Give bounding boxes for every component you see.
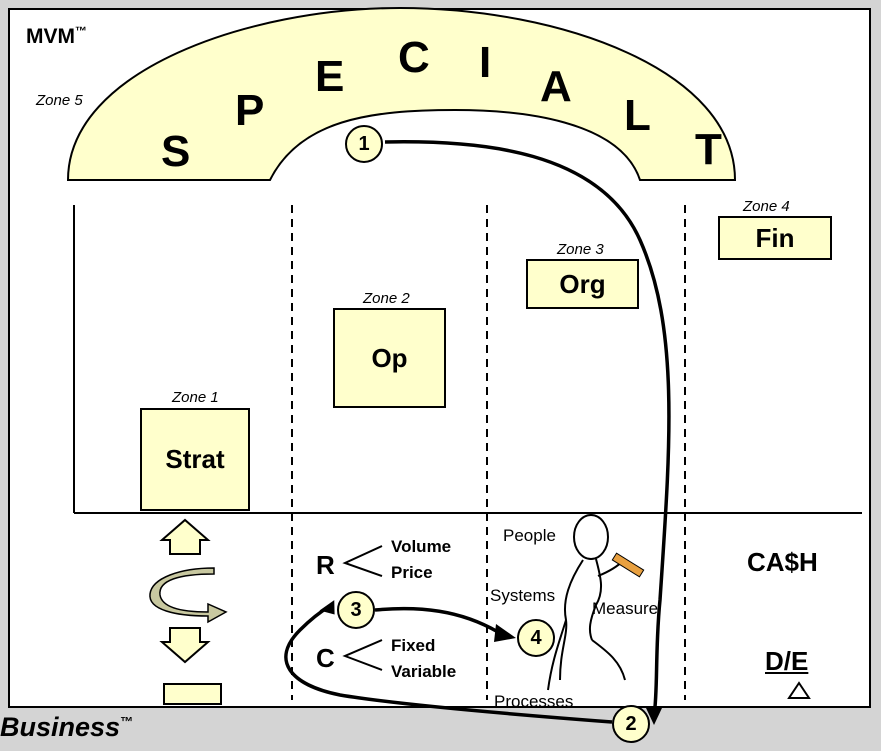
cost-bracket bbox=[345, 640, 382, 670]
cost-letter: C bbox=[316, 643, 335, 674]
base-block-icon bbox=[164, 684, 221, 704]
up-arrow-icon bbox=[162, 520, 208, 554]
fin-box: Fin bbox=[718, 216, 832, 260]
cost-fixed: Fixed bbox=[391, 636, 435, 656]
zone2-label: Zone 2 bbox=[363, 290, 410, 307]
arch-letter-l: L bbox=[624, 91, 651, 141]
mvm-title: MVM™ bbox=[26, 24, 87, 49]
step-2-badge: 2 bbox=[612, 705, 650, 743]
down-arrow-icon bbox=[162, 628, 208, 662]
revenue-volume: Volume bbox=[391, 537, 451, 557]
arch-letter-a: A bbox=[540, 62, 572, 112]
op-box: Op bbox=[333, 308, 446, 408]
cost-variable: Variable bbox=[391, 662, 456, 682]
measure-label: Measure bbox=[592, 599, 658, 619]
debt-equity-label: D/E bbox=[765, 646, 808, 677]
zone3-label: Zone 3 bbox=[557, 241, 604, 258]
arch-letter-i: I bbox=[479, 38, 491, 88]
arch-letter-t: T bbox=[695, 125, 722, 175]
arch-letter-c: C bbox=[398, 33, 430, 83]
zone4-label: Zone 4 bbox=[743, 198, 790, 215]
cash-label: CA$H bbox=[747, 547, 818, 578]
revenue-price: Price bbox=[391, 563, 433, 583]
org-box: Org bbox=[526, 259, 639, 309]
arch-letter-p: P bbox=[235, 86, 264, 136]
step-4-badge: 4 bbox=[517, 619, 555, 657]
processes-label: Processes bbox=[494, 692, 573, 712]
people-label: People bbox=[503, 526, 556, 546]
systems-label: Systems bbox=[490, 586, 555, 606]
flow-3-to-4-arrowhead bbox=[494, 624, 516, 642]
strat-box: Strat bbox=[140, 408, 250, 511]
zone1-label: Zone 1 bbox=[172, 389, 219, 406]
footer-business: Business™ bbox=[0, 712, 133, 743]
step-3-badge: 3 bbox=[337, 591, 375, 629]
revenue-letter: R bbox=[316, 550, 335, 581]
cycle-arrow-icon bbox=[150, 568, 226, 622]
zone5-label: Zone 5 bbox=[36, 92, 83, 109]
flow-3-to-4 bbox=[375, 609, 498, 632]
arch-letter-e: E bbox=[315, 52, 344, 102]
revenue-bracket bbox=[345, 546, 382, 576]
step-1-badge: 1 bbox=[345, 125, 383, 163]
arch-letter-s: S bbox=[161, 127, 190, 177]
balance-fulcrum-icon bbox=[789, 683, 809, 698]
